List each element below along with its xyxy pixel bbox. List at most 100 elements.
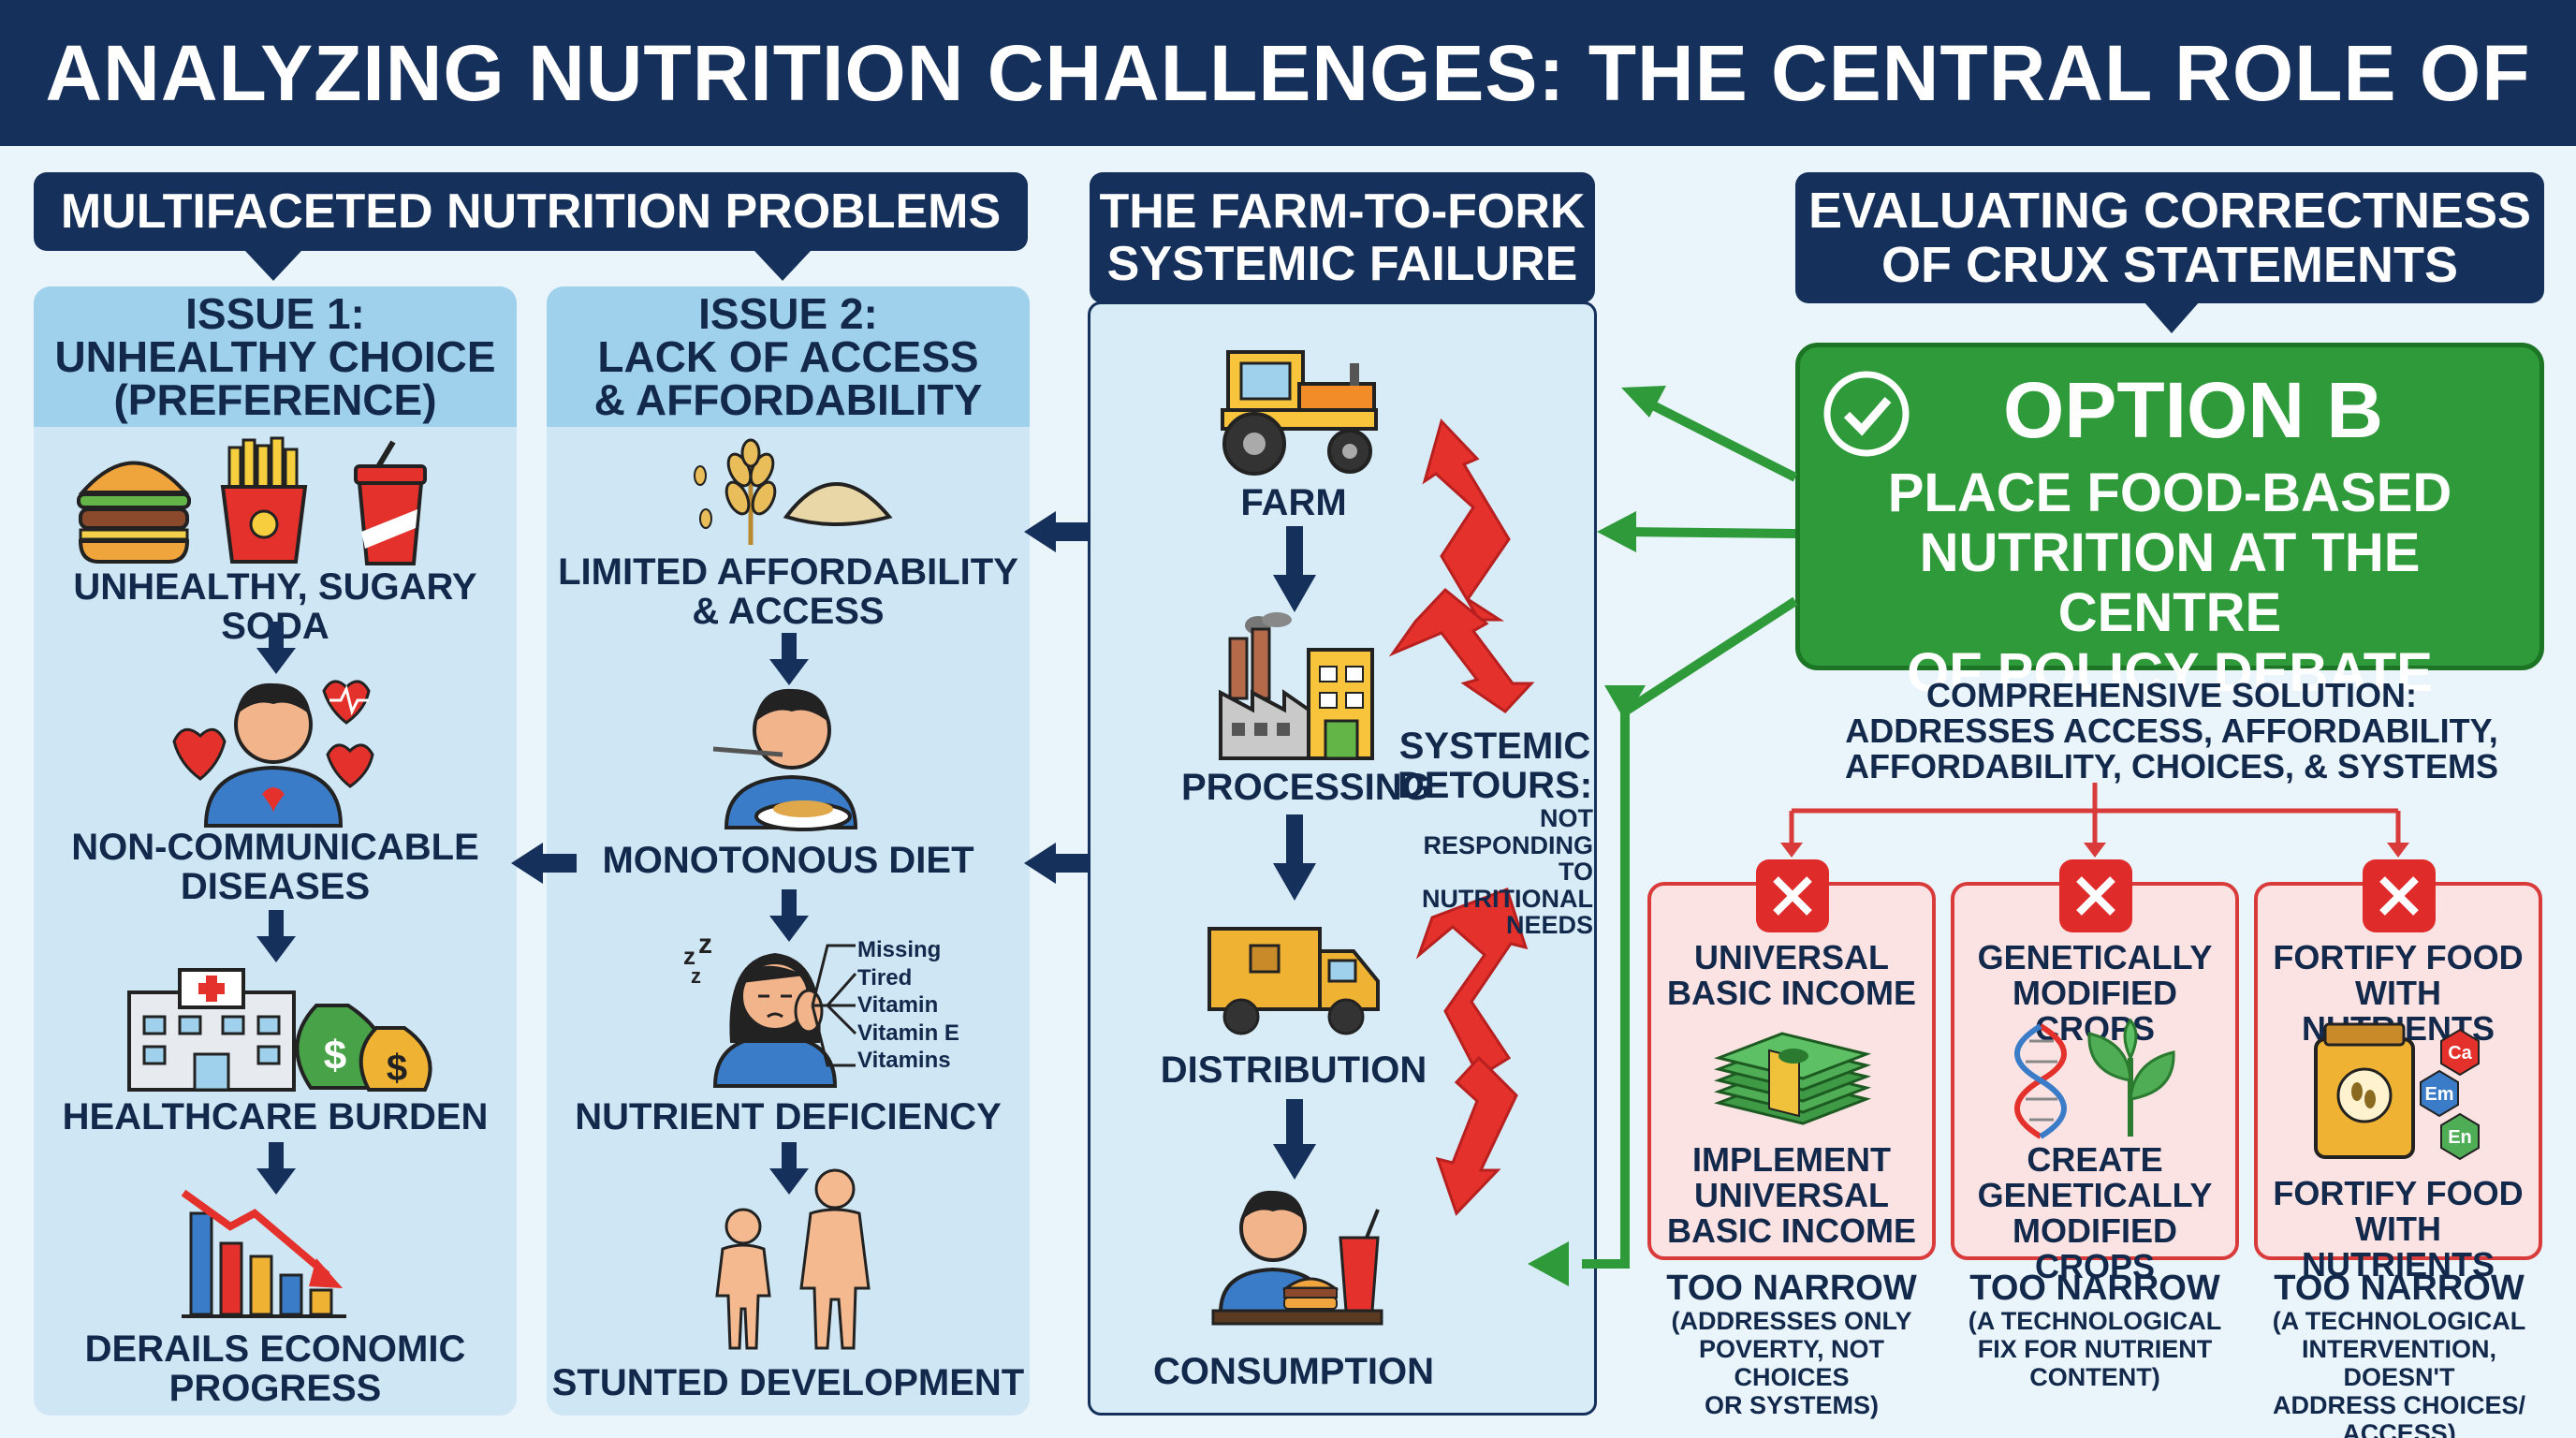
deficiency-list: Missing Tired Vitamin Vitamin E Vitamins [857, 936, 1026, 1075]
consumer-icon [1211, 1190, 1383, 1326]
issue2-step1-text2: & ACCESS [692, 591, 885, 632]
alt2-reason-line2: FIX FOR NUTRIENT [1977, 1335, 2213, 1363]
alt2-reason-line1: (A TECHNOLOGICAL [1968, 1307, 2222, 1335]
option-b-summary-line1: COMPREHENSIVE SOLUTION: [1925, 676, 2418, 714]
issue1-heading-line3: (PREFERENCE) [113, 375, 437, 424]
arrow-down-icon [769, 1142, 809, 1195]
alt1-title: UNIVERSAL BASIC INCOME [1651, 940, 1932, 1011]
issue1-step4-text2: PROGRESS [168, 1368, 382, 1409]
alt2-reason-line3: CONTENT) [2029, 1363, 2160, 1391]
detours-note: NOT RESPONDING TO NUTRITIONAL NEEDS [1382, 805, 1593, 939]
alt3-action: FORTIFY FOOD WITH NUTRIENTS [2258, 1176, 2539, 1283]
crux-header-line1: EVALUATING CORRECTNESS [1808, 183, 2532, 239]
soda-icon [354, 440, 427, 565]
eating-person-icon [712, 688, 858, 831]
svg-text:$: $ [324, 1033, 346, 1078]
alt1-title-line2: BASIC INCOME [1666, 974, 1916, 1012]
alt2-verdict: TOO NARROW (A TECHNOLOGICAL FIX FOR NUTR… [1951, 1269, 2239, 1391]
arrow-left-icon [511, 843, 543, 884]
crux-header-line2: OF CRUX STATEMENTS [1881, 237, 2458, 293]
alt3-action-line2: WITH NUTRIENTS [2302, 1210, 2495, 1284]
fries-icon [220, 436, 308, 564]
issue1-step3-label: HEALTHCARE BURDEN [37, 1097, 513, 1137]
deficiency-item: Vitamin [857, 992, 939, 1018]
stage-consumption-label: CONSUMPTION [1144, 1352, 1443, 1391]
farm-header-line1: THE FARM-TO-FORK [1099, 184, 1586, 239]
stage-consumption-text: CONSUMPTION [1153, 1351, 1434, 1392]
deficiency-item: Vitamin E [857, 1020, 959, 1046]
detours-title-line2: DETOURS: [1397, 765, 1593, 806]
alt3-reason-line3: ADDRESS CHOICES/ [2272, 1391, 2526, 1419]
issue1-step4-text1: DERAILS ECONOMIC [84, 1328, 466, 1370]
issue2-step2-label: MONOTONOUS DIET [550, 841, 1026, 880]
alt2-action-line2: GENETICALLY [1977, 1176, 2213, 1214]
alt1-action: IMPLEMENT UNIVERSAL BASIC INCOME [1651, 1142, 1932, 1249]
issue2-step1-text1: LIMITED AFFORDABILITY [558, 551, 1018, 593]
issue1-heading: ISSUE 1: UNHEALTHY CHOICE (PREFERENCE) [34, 286, 517, 427]
arrow-left-icon [1024, 843, 1056, 884]
section-header-crux: EVALUATING CORRECTNESS OF CRUX STATEMENT… [1795, 172, 2544, 303]
alt3-reason-line2: INTERVENTION, DOESN'T [2301, 1335, 2497, 1391]
alt2-verdict-title: TOO NARROW [1969, 1269, 2220, 1308]
option-b-summary-line2: ADDRESSES ACCESS, AFFORDABILITY, [1845, 712, 2498, 750]
food-bag-icon [2314, 1022, 2415, 1159]
pointer-crux [2144, 301, 2200, 333]
arrow-down-icon [256, 910, 296, 962]
detour-arrow-top-icon [1422, 418, 1511, 622]
tractor-icon [1221, 350, 1378, 476]
detours-note-line2: TO NUTRITIONAL [1422, 858, 1593, 913]
issue1-step2-text2: DISEASES [180, 866, 371, 907]
dna-icon [2014, 1023, 2067, 1139]
declining-chart-icon [181, 1189, 346, 1318]
green-arrow-icon [1604, 685, 1646, 721]
arrow-down-icon [256, 622, 296, 674]
option-b-statement-line2: NUTRITION AT THE CENTRE [1919, 522, 2421, 643]
pointer-issue1 [245, 251, 301, 281]
svg-text:$: $ [387, 1048, 407, 1089]
reject-x-icon [1756, 859, 1829, 932]
issue2-heading: ISSUE 2: LACK OF ACCESS & AFFORDABILITY [547, 286, 1030, 427]
sick-person-icon [172, 680, 374, 828]
green-arrow-icon [1528, 1241, 1569, 1286]
farm-to-fork-column [1088, 301, 1597, 1416]
alt1-action-line1: IMPLEMENT [1692, 1140, 1891, 1179]
factory-icon [1219, 612, 1374, 760]
deficiency-item: Missing [857, 937, 942, 962]
svg-text:z: z [698, 929, 712, 960]
stunted-children-icon [715, 1168, 871, 1350]
detours-title-line1: SYSTEMIC [1398, 726, 1591, 767]
alt1-action-line2: UNIVERSAL [1693, 1176, 1890, 1214]
stage-farm-text: FARM [1240, 482, 1347, 523]
nutrient-badge-ca: Ca [2448, 1043, 2472, 1064]
cash-stack-icon [1713, 1032, 1872, 1125]
delivery-truck-icon [1208, 927, 1380, 1035]
alt2-action: CREATE GENETICALLY MODIFIED CROPS [1954, 1142, 2235, 1284]
nutrient-badge-em: Em [2424, 1084, 2453, 1105]
stage-processing-text: PROCESSING [1181, 767, 1431, 808]
issue2-step1-label: LIMITED AFFORDABILITY & ACCESS [550, 552, 1026, 631]
issue2-heading-line3: & AFFORDABILITY [593, 375, 983, 424]
deficiency-item: Tired [857, 964, 913, 990]
section-header-problems: MULTIFACETED NUTRITION PROBLEMS [34, 172, 1028, 251]
alt3-verdict-title: TOO NARROW [2274, 1269, 2525, 1308]
detour-arrow-mid-icon [1388, 587, 1535, 713]
stage-farm-label: FARM [1181, 483, 1406, 522]
deficiency-bracket [811, 944, 857, 1067]
alt1-reason-line3: OR SYSTEMS) [1704, 1391, 1880, 1419]
fortified-food-icon: Ca Em En [2314, 1022, 2480, 1161]
alt1-verdict: TOO NARROW (ADDRESSES ONLY POVERTY, NOT … [1647, 1269, 1936, 1419]
issue1-step4-label: DERAILS ECONOMIC PROGRESS [37, 1329, 513, 1408]
alt1-reason-line1: (ADDRESSES ONLY [1671, 1307, 1912, 1335]
alt3-title-line1: FORTIFY FOOD [2273, 938, 2524, 976]
alt2-title: GENETICALLY MODIFIED CROPS [1954, 940, 2235, 1047]
green-arrow-icon [1621, 386, 1666, 418]
issue1-heading-line2: UNHEALTHY CHOICE [54, 332, 496, 381]
alt3-verdict: TOO NARROW (A TECHNOLOGICAL INTERVENTION… [2245, 1269, 2554, 1438]
issue1-step3-text: HEALTHCARE BURDEN [62, 1096, 489, 1137]
pointer-issue2 [754, 251, 811, 281]
svg-text:z: z [691, 964, 701, 988]
detour-arrow-lower-icon [1415, 888, 1529, 1079]
detours-note-line3: NEEDS [1505, 911, 1593, 939]
hospital-money-icon: $ $ [127, 968, 432, 1092]
